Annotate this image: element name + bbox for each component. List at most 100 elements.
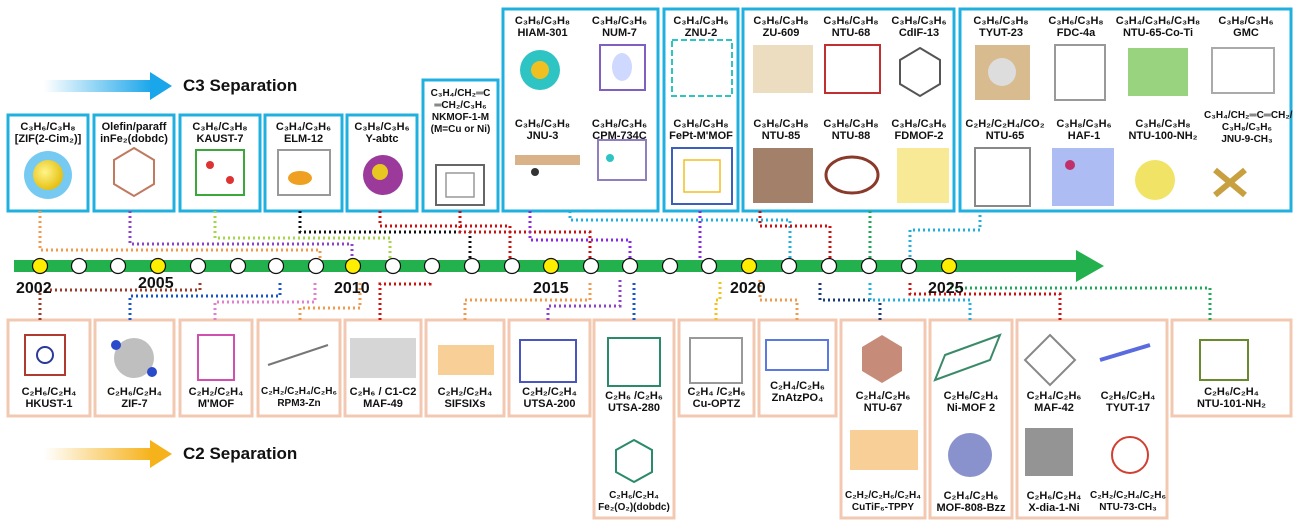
structure-image (1211, 47, 1275, 94)
structure-image (615, 438, 653, 484)
structure-image (1054, 44, 1106, 101)
structure-image (689, 337, 743, 384)
structure-image (948, 433, 992, 477)
structure-image (671, 147, 733, 205)
structure-image (435, 164, 485, 206)
structure-thumbnails (24, 39, 1275, 484)
c2-arrow (44, 440, 172, 468)
c3-arrow (44, 72, 172, 100)
structure-image (1052, 148, 1114, 206)
year-label: 2015 (533, 280, 569, 297)
timeline-nodes (31, 257, 958, 275)
structure-image (1111, 436, 1149, 474)
structure-image (277, 149, 331, 196)
structure-image (24, 334, 66, 376)
structure-image (195, 149, 245, 196)
structure-image (1135, 160, 1175, 200)
structure-image (850, 430, 918, 470)
c2-boxes (6, 318, 1293, 520)
structure-image (350, 338, 416, 378)
structure-image (113, 146, 155, 198)
structure-image (24, 151, 72, 199)
structure-image (267, 344, 329, 366)
structure-image (1128, 48, 1188, 96)
structure-image (974, 147, 1031, 207)
year-label: 2010 (334, 280, 370, 297)
structure-image (1099, 343, 1151, 362)
structure-image (597, 139, 647, 181)
structure-image (975, 45, 1030, 100)
structure-image (753, 45, 813, 93)
structure-image (599, 44, 646, 91)
structure-image (111, 338, 157, 378)
year-label: 2002 (16, 280, 52, 297)
structure-image (753, 148, 813, 203)
year-label: 2005 (138, 275, 174, 292)
structure-image (671, 39, 733, 97)
structure-image (607, 337, 661, 387)
structure-image (520, 50, 560, 90)
c3-label: C₃H₆/C₃H₈[ZIF(2-Cim₂)] (14, 121, 82, 145)
structure-image (1023, 333, 1077, 387)
structure-image (899, 46, 941, 98)
structure-image (933, 333, 1002, 382)
year-label: 2025 (928, 280, 964, 297)
c3-heading: C3 Separation (183, 76, 298, 95)
structure-image (897, 148, 949, 203)
structure-image (862, 335, 902, 383)
structure-image (197, 334, 235, 381)
c2-heading: C2 Separation (183, 444, 298, 463)
structure-image (519, 339, 577, 383)
structure-image (515, 155, 580, 176)
structure-image (1199, 339, 1249, 381)
structure-image (1025, 428, 1073, 476)
year-label: 2020 (730, 280, 766, 297)
structure-image (824, 155, 880, 195)
structure-image (363, 155, 403, 195)
structure-image (765, 339, 829, 371)
